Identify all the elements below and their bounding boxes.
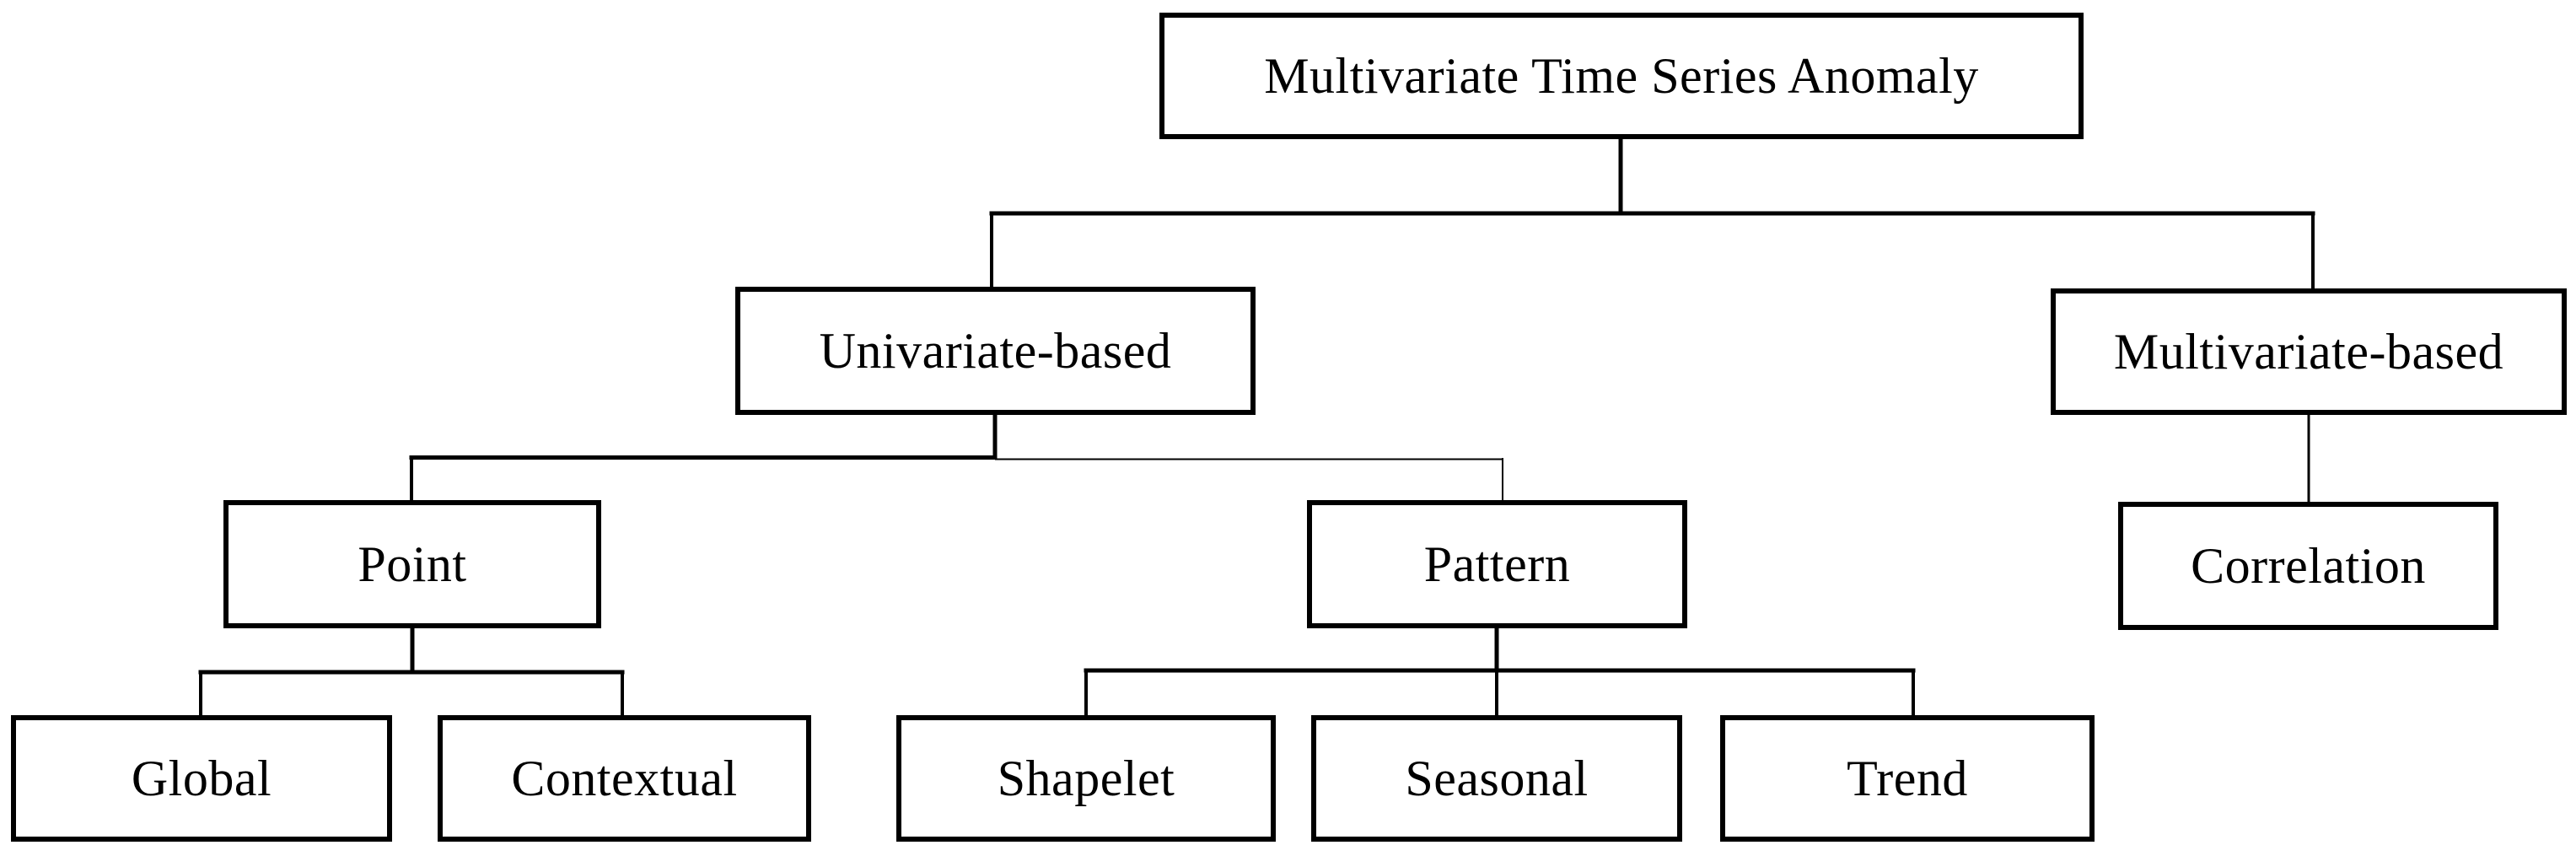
node-label-multivariate: Multivariate-based [2113,324,2504,380]
node-univariate-based: Univariate-based [735,287,1256,415]
node-label-shapelet: Shapelet [997,751,1175,806]
node-multivariate-based: Multivariate-based [2051,288,2567,415]
node-label-univariate: Univariate-based [819,323,1172,379]
node-label-root: Multivariate Time Series Anomaly [1264,48,1979,104]
node-label-contextual: Contextual [511,751,738,806]
node-label-pattern: Pattern [1423,536,1571,592]
node-shapelet: Shapelet [896,715,1276,842]
node-trend: Trend [1720,715,2095,842]
node-multivariate-time-series-anomaly: Multivariate Time Series Anomaly [1159,13,2084,139]
node-global: Global [11,715,392,842]
node-label-point: Point [358,536,467,592]
node-seasonal: Seasonal [1311,715,1682,842]
node-label-trend: Trend [1847,751,1968,806]
node-label-global: Global [131,751,272,806]
node-label-seasonal: Seasonal [1405,751,1589,806]
node-point: Point [223,500,601,628]
node-label-correlation: Correlation [2191,538,2426,594]
node-pattern: Pattern [1307,500,1687,628]
node-correlation: Correlation [2118,502,2498,630]
node-contextual: Contextual [438,715,811,842]
